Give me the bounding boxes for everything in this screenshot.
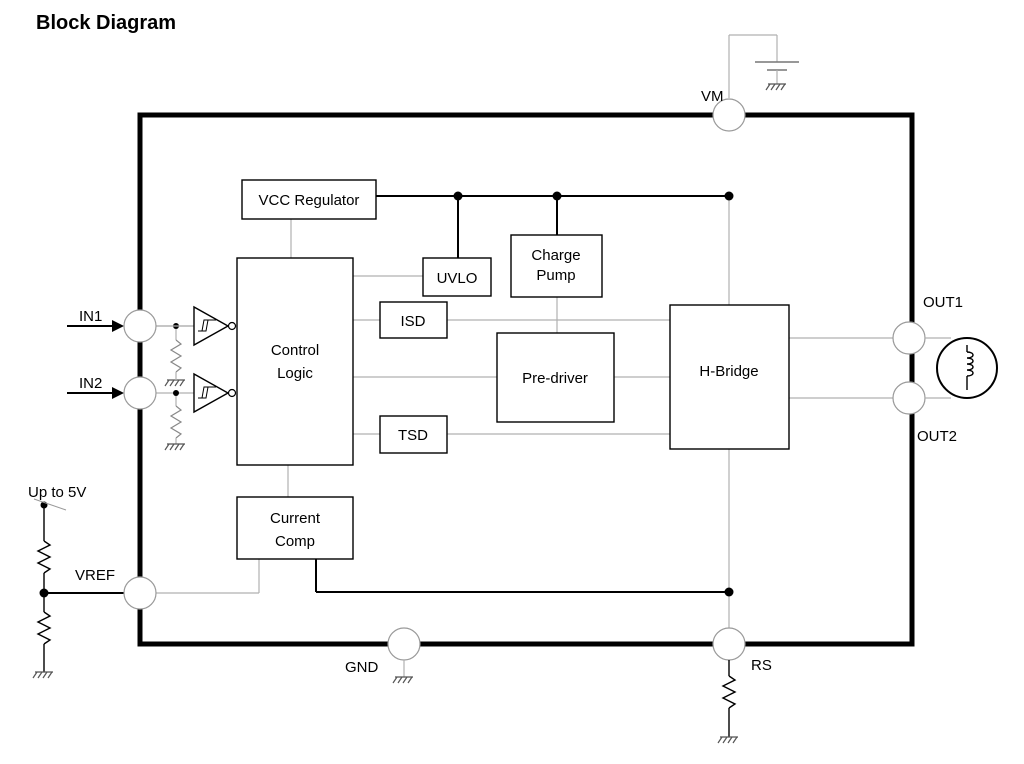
rs-sense-resistor xyxy=(717,660,739,744)
vm-pin xyxy=(712,98,746,132)
in2-label: IN2 xyxy=(79,375,102,392)
in2-arrow-icon xyxy=(112,387,124,399)
up-to-5v-label: Up to 5V xyxy=(28,484,86,501)
diagram-title: Block Diagram xyxy=(36,12,176,34)
in2-pin xyxy=(123,376,157,410)
junction-dots xyxy=(39,191,734,598)
current-comp-label-1: Current xyxy=(270,510,321,527)
out2-label: OUT2 xyxy=(917,428,957,445)
charge-pump-label-1: Charge xyxy=(531,247,580,264)
h-bridge-block: H-Bridge xyxy=(669,304,790,450)
control-logic-block: Control Logic xyxy=(236,257,354,466)
isd-label: ISD xyxy=(400,313,425,330)
vcc-regulator-label: VCC Regulator xyxy=(259,192,360,209)
isd-block: ISD xyxy=(379,301,448,339)
motor-coil-icon xyxy=(925,337,998,399)
uvlo-label: UVLO xyxy=(437,270,478,287)
gnd-pin xyxy=(387,627,421,661)
vref-pin xyxy=(123,576,157,610)
out2-pin xyxy=(892,381,926,415)
pre-driver-block: Pre-driver xyxy=(496,332,615,423)
schmitt-buffer-in2-icon xyxy=(193,372,237,414)
tsd-label: TSD xyxy=(398,427,428,444)
input-pulldown-resistors xyxy=(164,339,186,451)
vm-label: VM xyxy=(701,88,724,105)
schmitt-buffer-in1-icon xyxy=(156,305,237,347)
uvlo-block: UVLO xyxy=(422,257,492,297)
rs-pin xyxy=(712,627,746,661)
current-comp-label-2: Comp xyxy=(275,533,315,550)
control-logic-label-1: Control xyxy=(271,342,319,359)
out1-label: OUT1 xyxy=(923,294,963,311)
pin-circles xyxy=(123,98,926,661)
current-comp-block: Current Comp xyxy=(236,496,354,560)
gnd-label: GND xyxy=(345,659,379,676)
in1-label: IN1 xyxy=(79,308,102,325)
in1-arrow-icon xyxy=(112,320,124,332)
vm-battery-icon xyxy=(755,61,799,91)
h-bridge-label: H-Bridge xyxy=(699,363,758,380)
out1-pin xyxy=(892,321,926,355)
vcc-regulator-block: VCC Regulator xyxy=(241,179,377,220)
charge-pump-block: Charge Pump xyxy=(510,234,603,298)
pre-driver-label: Pre-driver xyxy=(522,370,588,387)
gnd-pin-ground-icon xyxy=(392,660,414,684)
vref-label: VREF xyxy=(75,567,115,584)
charge-pump-label-2: Pump xyxy=(536,267,575,284)
control-logic-label-2: Logic xyxy=(277,365,313,382)
rs-label: RS xyxy=(751,657,772,674)
tsd-block: TSD xyxy=(379,415,448,454)
vref-divider xyxy=(32,498,67,679)
in1-pin xyxy=(123,309,157,343)
